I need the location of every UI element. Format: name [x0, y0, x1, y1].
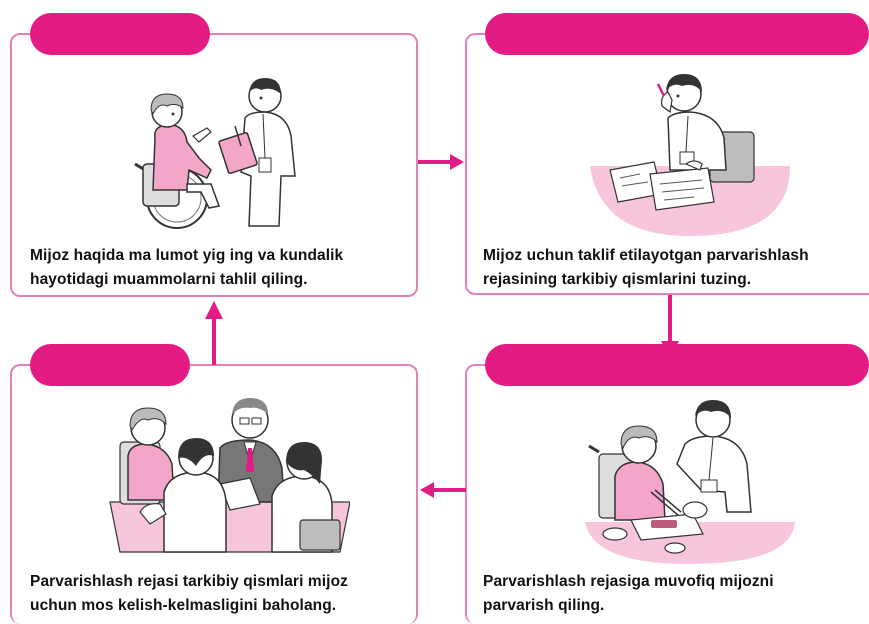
- step-header-pill: [485, 344, 869, 386]
- arrow-right-icon: [418, 154, 464, 170]
- step-panel-provide-care: [465, 364, 869, 624]
- step-caption-evaluate-plan: Parvarishlash rejasi tarkibiy qismlari m…: [30, 570, 410, 618]
- caregiver-interview-illustration: [134, 78, 296, 229]
- caption-line: Mijoz uchun taklif etilayotgan parvarish…: [483, 247, 809, 264]
- caregiver-feeding-illustration: [585, 400, 795, 564]
- caregiver-planning-illustration: [590, 74, 790, 236]
- caption-line: hayotidagi muammolarni tahlil qiling.: [30, 271, 308, 288]
- step-header-pill: [30, 13, 210, 55]
- arrow-left-icon: [420, 482, 466, 498]
- caption-line: uchun mos kelish-kelmasligini baholang.: [30, 597, 337, 614]
- arrow-down-icon: [661, 295, 679, 359]
- caption-line: rejasining tarkibiy qismlarini tuzing.: [483, 271, 752, 288]
- step-caption-collect-info: Mijoz haqida ma lumot yig ing va kundali…: [30, 244, 410, 292]
- team-meeting-illustration: [109, 398, 350, 553]
- arrow-up-icon: [205, 301, 223, 365]
- caption-line: Parvarishlash rejasiga muvofiq mijozni: [483, 573, 774, 590]
- step-header-pill: [30, 344, 190, 386]
- caption-line: Mijoz haqida ma lumot yig ing va kundali…: [30, 247, 344, 264]
- step-panel-draft-plan: [465, 33, 869, 295]
- step-caption-provide-care: Parvarishlash rejasiga muvofiq mijozni p…: [483, 570, 863, 618]
- step-panel-collect-info: [10, 33, 418, 297]
- step-header-pill: [485, 13, 869, 55]
- caption-line: Parvarishlash rejasi tarkibiy qismlari m…: [30, 573, 348, 590]
- step-caption-draft-plan: Mijoz uchun taklif etilayotgan parvarish…: [483, 244, 863, 292]
- caption-line: parvarish qiling.: [483, 597, 605, 614]
